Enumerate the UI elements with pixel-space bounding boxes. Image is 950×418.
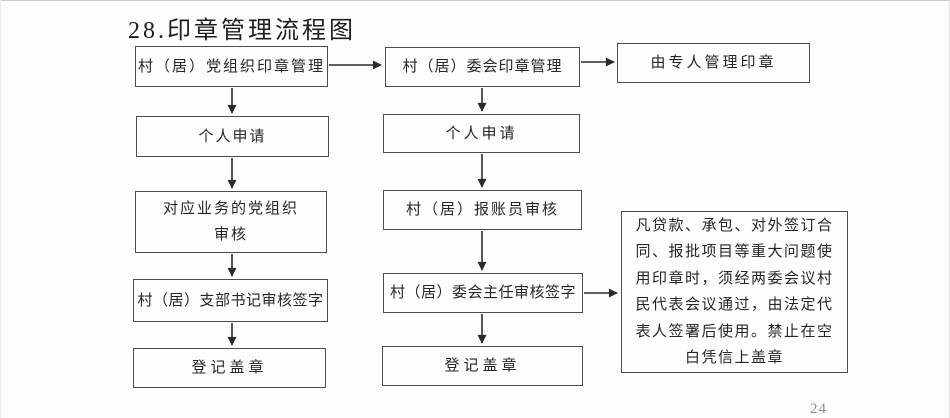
page-number: 24 <box>810 401 827 417</box>
scan-edge-top <box>0 0 950 1</box>
flow-box-branch-secretary-sign: 村（居）支部书记审核签字 <box>133 279 328 322</box>
flow-note-major-matters: 凡贷款、承包、对外签订合 同、报批项目等重大问题使 用印章时，须经两委会议村 民… <box>621 211 848 373</box>
flow-box-party-seal-management: 村（居）党组织印章管理 <box>135 46 328 87</box>
flow-box-individual-application-left: 个人申请 <box>136 116 329 157</box>
flow-box-party-org-review: 对应业务的党组织 审核 <box>135 191 327 253</box>
scan-edge-left <box>0 0 1 418</box>
flow-box-committee-seal-management: 村（居）委会印章管理 <box>385 47 580 87</box>
flow-box-dedicated-seal-keeper: 由专人管理印章 <box>617 43 810 83</box>
flow-box-register-stamp-left: 登记盖章 <box>133 348 326 388</box>
flow-box-register-stamp-mid: 登记盖章 <box>382 346 583 386</box>
flow-box-bookkeeper-review: 村（居）报账员审核 <box>383 190 582 230</box>
flow-box-individual-application-mid: 个人申请 <box>383 114 580 153</box>
flow-box-committee-director-sign: 村（居）委会主任审核签字 <box>383 273 583 313</box>
page-title: 28.印章管理流程图 <box>128 18 356 44</box>
